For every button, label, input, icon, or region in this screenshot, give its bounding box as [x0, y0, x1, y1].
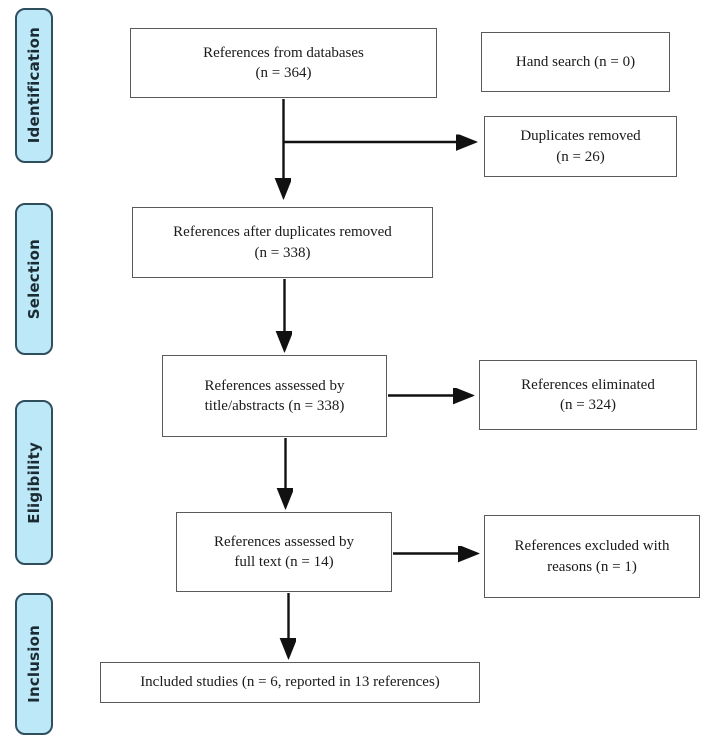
box-included-studies: Included studies (n = 6, reported in 13 …	[100, 662, 480, 703]
box-assessed-by-title-abstracts: References assessed by title/abstracts (…	[162, 355, 387, 437]
stage-pill-inclusion: Inclusion	[15, 593, 53, 735]
box-text-included-studies: Included studies (n = 6, reported in 13 …	[140, 674, 440, 691]
box-duplicates-removed: Duplicates removed (n = 26)	[484, 116, 677, 177]
box-text-references-eliminated: References eliminated (n = 324)	[521, 376, 655, 413]
box-hand-search: Hand search (n = 0)	[481, 32, 670, 92]
box-text-references-from-databases: References from databases (n = 364)	[203, 44, 364, 81]
box-assessed-by-full-text: References assessed by full text (n = 14…	[176, 512, 392, 592]
stage-pill-selection: Selection	[15, 203, 53, 355]
box-text-references-excluded-with-reasons: References excluded with reasons (n = 1)	[514, 538, 670, 575]
stage-pill-eligibility: Eligibility	[15, 400, 53, 565]
box-references-eliminated: References eliminated (n = 324)	[479, 360, 697, 430]
box-references-from-databases: References from databases (n = 364)	[130, 28, 437, 98]
box-text-hand-search: Hand search (n = 0)	[515, 53, 636, 70]
box-text-duplicates-removed: Duplicates removed (n = 26)	[520, 128, 641, 165]
stage-pill-identification: Identification	[15, 8, 53, 163]
box-text-assessed-by-full-text: References assessed by full text (n = 14…	[214, 533, 354, 570]
box-references-excluded-with-reasons: References excluded with reasons (n = 1)	[484, 515, 700, 598]
box-references-after-duplicates: References after duplicates removed (n =…	[132, 207, 433, 278]
box-text-assessed-by-title-abstracts: References assessed by title/abstracts (…	[204, 377, 345, 414]
box-text-references-after-duplicates: References after duplicates removed (n =…	[173, 224, 392, 261]
